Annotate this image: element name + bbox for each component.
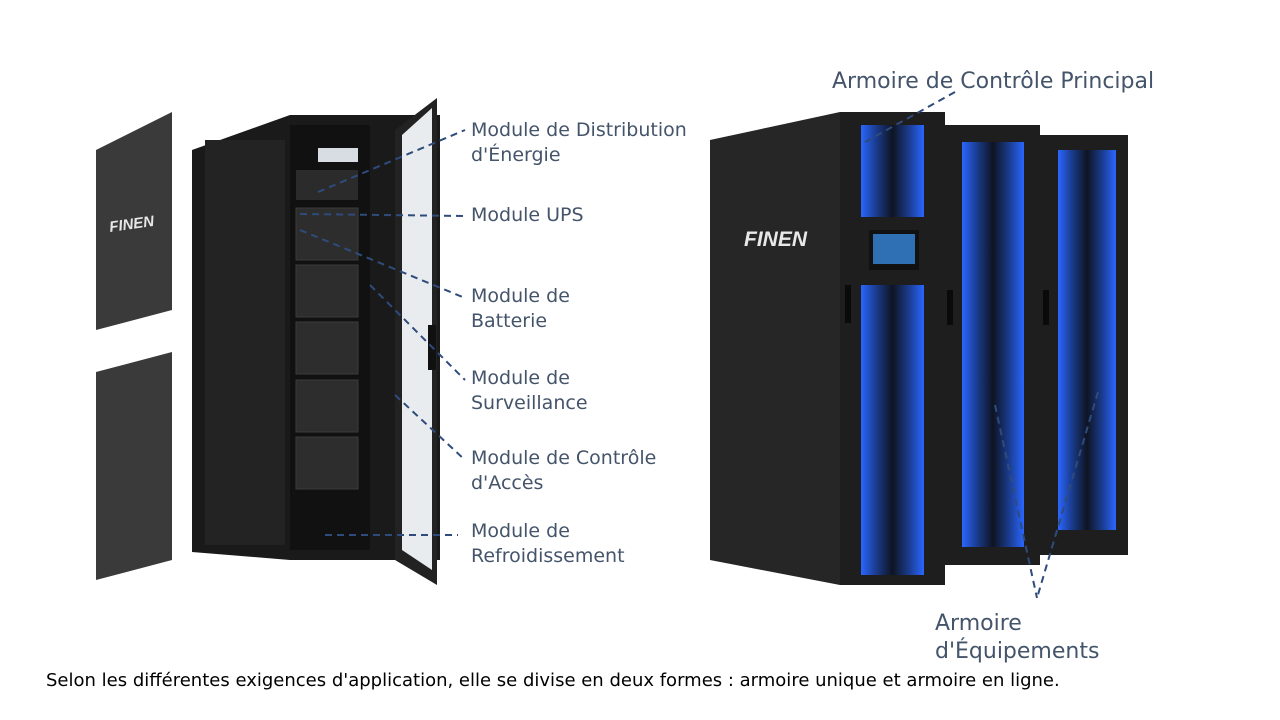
side-panel-top: FINEN — [96, 112, 172, 330]
brand-logo-panel: FINEN — [108, 213, 156, 236]
label-ups: Module UPS — [471, 203, 584, 228]
label-access-control: Module de Contrôle d'Accès — [471, 446, 656, 496]
label-battery: Module de Batterie — [471, 284, 570, 334]
label-line: Module de — [471, 367, 570, 389]
label-line: Module UPS — [471, 204, 584, 226]
label-line: Module de Contrôle — [471, 447, 657, 469]
row-cabinet: FINEN — [710, 112, 1128, 585]
label-equipment-cabinet: Armoire d'Équipements — [935, 610, 1099, 666]
label-line: d'Accès — [471, 472, 544, 494]
label-line: Batterie — [471, 310, 548, 332]
label-line: Surveillance — [471, 392, 588, 414]
side-panel-bottom — [96, 352, 172, 580]
single-cabinet — [192, 98, 440, 585]
leader-lines — [299, 91, 1099, 599]
caption: Selon les différentes exigences d'applic… — [46, 670, 1060, 691]
label-line: d'Équipements — [935, 639, 1100, 664]
label-line: Module de — [471, 285, 570, 307]
brand-logo-row: FINEN — [744, 228, 808, 251]
label-line: Module de Distribution — [471, 119, 687, 141]
label-line: Armoire — [935, 611, 1022, 636]
label-main-control-cabinet: Armoire de Contrôle Principal — [832, 69, 1155, 94]
label-line: Refroidissement — [471, 545, 625, 567]
label-surveillance: Module de Surveillance — [471, 366, 588, 416]
label-line: d'Énergie — [471, 144, 561, 166]
label-cooling: Module de Refroidissement — [471, 519, 625, 569]
label-power-distribution: Module de Distribution d'Énergie — [471, 118, 687, 168]
label-line: Module de — [471, 520, 570, 542]
